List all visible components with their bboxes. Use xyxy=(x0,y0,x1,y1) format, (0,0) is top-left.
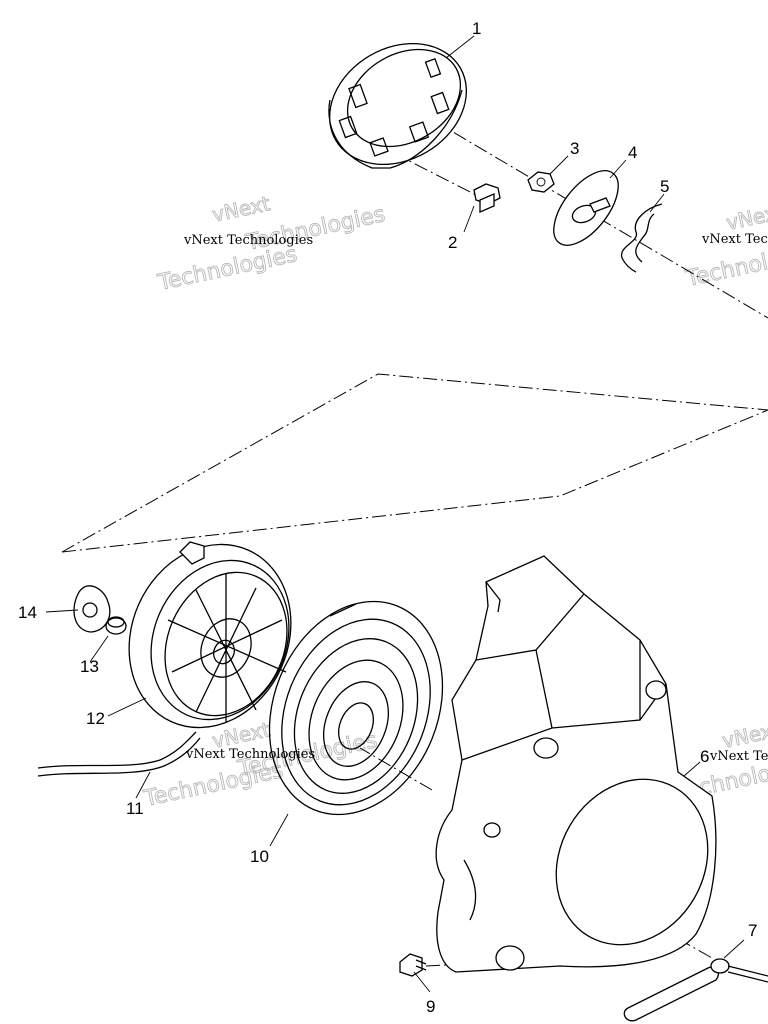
nut-3 xyxy=(527,171,555,193)
callout-4: 4 xyxy=(628,143,637,162)
watermark-outline-vnext-mr: vNext xyxy=(720,717,768,753)
recoil-spring-10 xyxy=(268,600,444,816)
reel-12 xyxy=(128,541,292,729)
watermark-top-left: vNext Technologies Technologies vNext Te… xyxy=(155,191,388,297)
leader-lines xyxy=(45,35,745,993)
watermark-outline-vnext: vNext xyxy=(210,191,272,227)
watermark-top-right: vNext Technologies vNext Technologies xyxy=(683,199,768,293)
callout-9: 9 xyxy=(426,997,435,1016)
starter-housing-6 xyxy=(435,555,717,973)
pawl-14 xyxy=(73,585,111,633)
callout-7: 7 xyxy=(748,921,757,940)
spring-13 xyxy=(105,616,127,635)
callout-1: 1 xyxy=(472,19,481,38)
bolt-2 xyxy=(473,183,501,213)
watermark-text-m: vNext Technologies xyxy=(185,747,315,762)
callout-10: 10 xyxy=(250,847,269,866)
watermark-text-mr: vNext Technologies xyxy=(709,749,768,764)
rope-11 xyxy=(37,731,201,777)
watermark-outline-vnext-r: vNext xyxy=(724,199,768,235)
callout-14: 14 xyxy=(18,603,37,622)
watermark-mid-left: vNext Technologies Technologies vNext Te… xyxy=(141,717,380,813)
callout-6: 6 xyxy=(700,747,709,766)
callout-2: 2 xyxy=(448,233,457,252)
callout-11: 11 xyxy=(126,799,144,818)
callouts: 1 2 3 4 5 6 7 9 10 11 12 13 14 xyxy=(18,19,757,1016)
callout-5: 5 xyxy=(660,177,669,196)
driven-plate-4 xyxy=(553,170,619,246)
watermark-text-r: vNext Technologies xyxy=(701,232,768,247)
clip-5 xyxy=(620,203,663,273)
handle-7 xyxy=(623,958,768,1022)
callout-13: 13 xyxy=(80,657,99,676)
watermark-outline-tech-2: Technologies xyxy=(155,242,299,296)
callout-12: 12 xyxy=(86,709,105,728)
watermark-text: vNext Technologies xyxy=(183,233,313,248)
drive-cup xyxy=(328,42,468,169)
bolt-9 xyxy=(399,953,427,977)
callout-3: 3 xyxy=(570,139,579,158)
